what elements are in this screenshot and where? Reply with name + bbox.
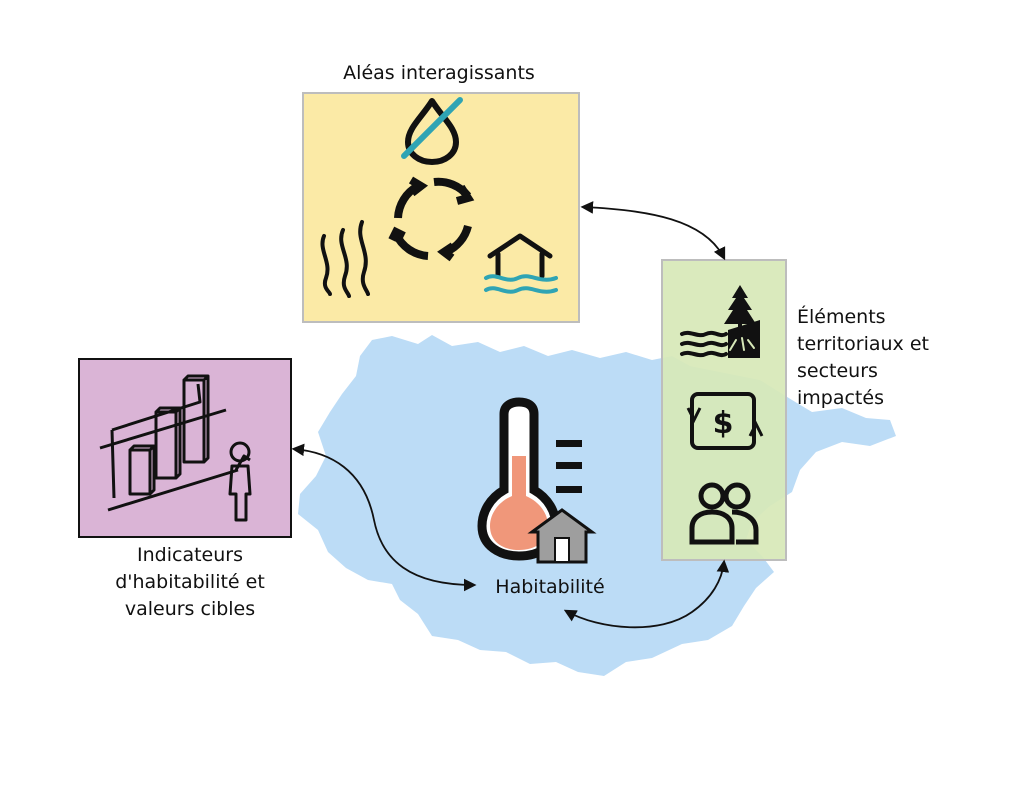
people-icon [689, 482, 759, 545]
thermometer-house-icon [477, 397, 597, 564]
elements-label: Éléments territoriaux et secteurs impact… [797, 304, 997, 412]
elements-label-line: territoriaux et [797, 333, 929, 355]
bar-chart-person-icon [99, 374, 252, 522]
elements-label-line: impactés [797, 387, 884, 409]
heat-waves-icon [320, 220, 370, 298]
indicators-label: Indicateurs d'habitabilité et valeurs ci… [74, 542, 306, 623]
hazards-label: Aléas interagissants [343, 62, 535, 84]
hazards-box [302, 92, 580, 323]
forest-shore-icon [680, 285, 760, 358]
economy-dollar-icon: $ [686, 392, 764, 450]
elements-label-line: Éléments [797, 306, 886, 328]
drought-drop-icon [401, 97, 463, 165]
elements-label-line: secteurs [797, 360, 878, 382]
flooded-house-icon [484, 233, 558, 294]
indicators-label-line: valeurs cibles [124, 598, 256, 620]
cycle-arrows-icon [388, 176, 475, 262]
svg-text:$: $ [713, 406, 734, 441]
indicators-label-line: d'habitabilité et [115, 571, 265, 593]
arrow-hazards-elements [580, 201, 726, 261]
habitability-label: Habitabilité [495, 576, 605, 598]
indicators-label-line: Indicateurs [137, 544, 243, 566]
arrow-habitability-indicators [291, 443, 477, 592]
arrow-habitability-elements [563, 559, 730, 629]
